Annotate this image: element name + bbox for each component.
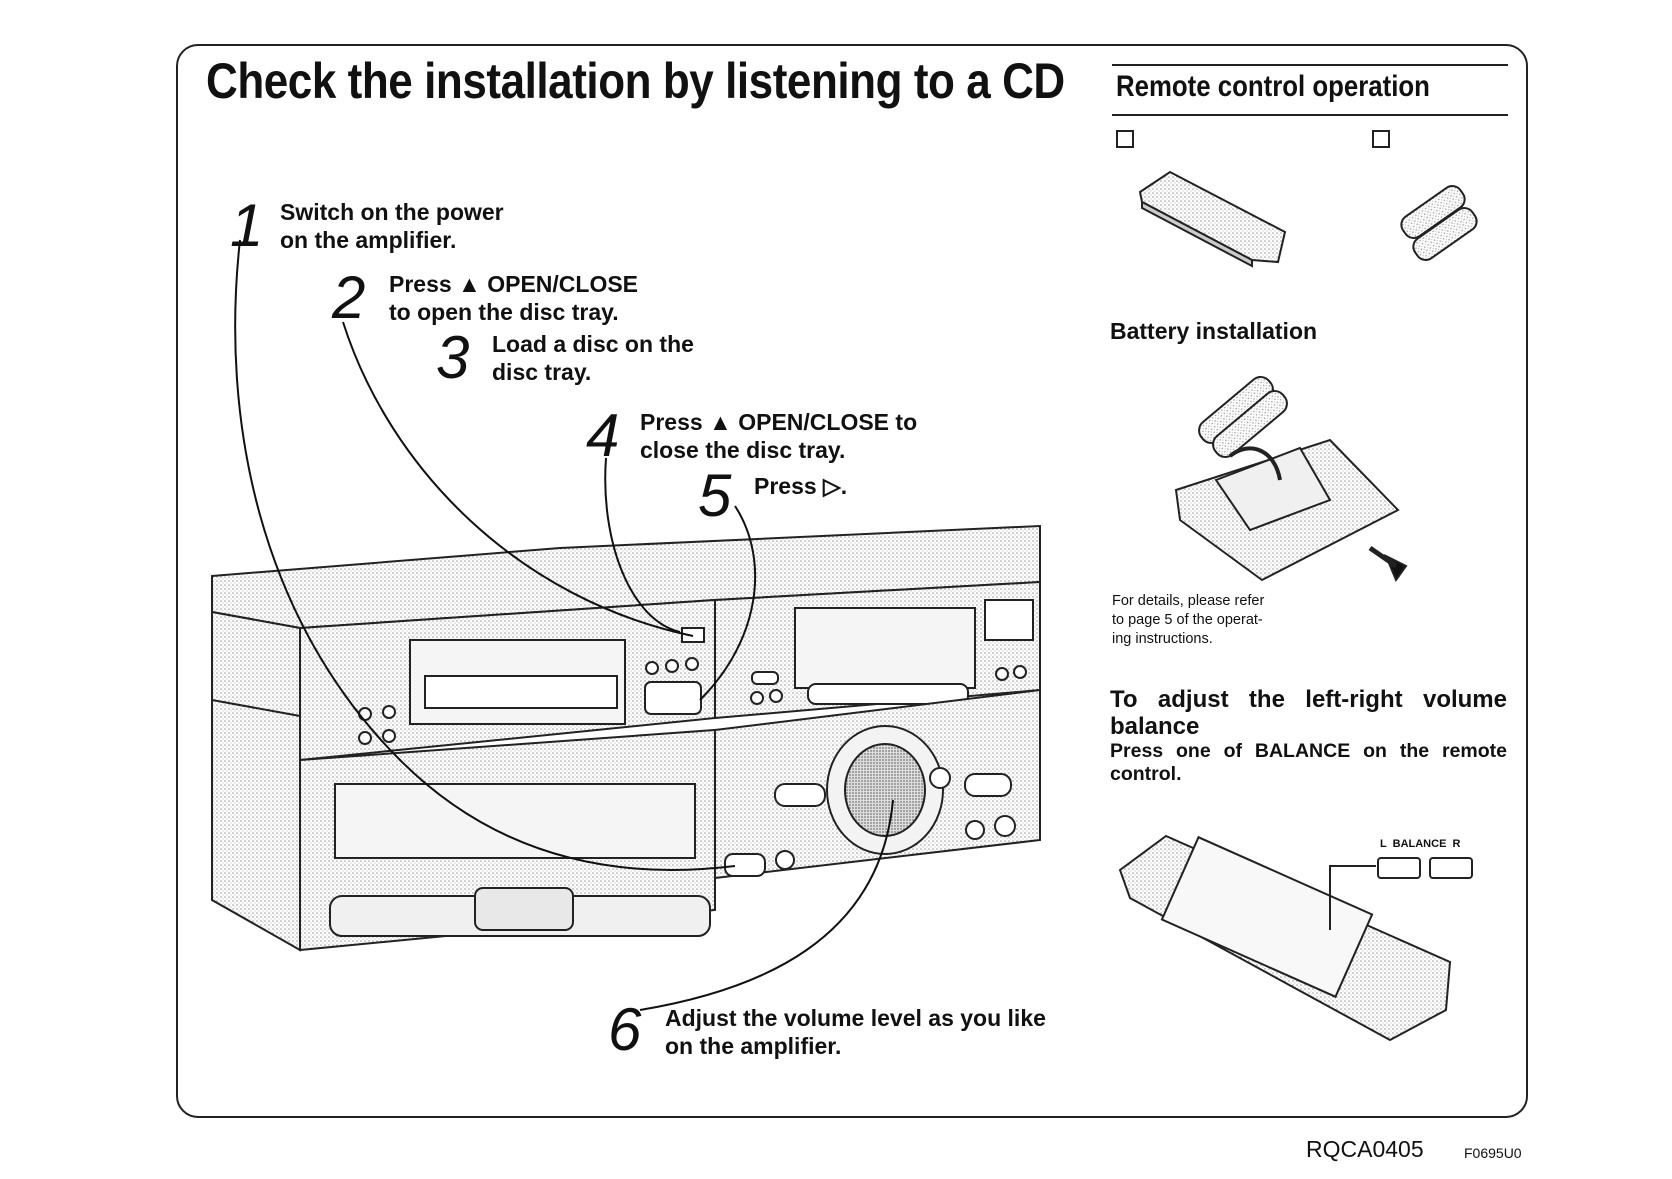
page-title: Check the installation by listening to a… xyxy=(206,53,1065,109)
document-revision: F0695U0 xyxy=(1464,1145,1522,1161)
batteries-icon xyxy=(1400,185,1478,261)
balance-heading: To adjust the left-right volume balance xyxy=(1110,686,1507,740)
step-5-number: 5 xyxy=(698,462,732,529)
remote-balance-illustration xyxy=(1118,834,1473,1042)
remote-section-header: Remote control operation xyxy=(1112,64,1508,116)
step-4-number: 4 xyxy=(586,402,620,469)
page-frame xyxy=(176,44,1528,1118)
remote-section-title: Remote control operation xyxy=(1116,70,1430,103)
stereo-system-illustration xyxy=(211,524,1041,952)
battery-installation-heading: Battery installation xyxy=(1110,318,1318,344)
balance-label: L BALANCE R xyxy=(1380,838,1461,850)
step-6-number: 6 xyxy=(608,996,642,1063)
step-2-number: 2 xyxy=(332,264,366,331)
balance-instructions: Press one of BALANCE on the remote contr… xyxy=(1110,740,1507,785)
step-3-number: 3 xyxy=(436,324,470,391)
batteries-checkbox[interactable] xyxy=(1372,130,1390,148)
step-leader-lines xyxy=(234,239,894,1011)
step-1-number: 1 xyxy=(230,192,264,259)
step-5-text: Press ▷. xyxy=(754,473,848,499)
remote-checkbox[interactable] xyxy=(1116,130,1134,148)
battery-installation-illustration xyxy=(1174,376,1408,583)
document-code: RQCA0405 xyxy=(1306,1136,1424,1162)
remote-control-icon xyxy=(1138,170,1287,268)
